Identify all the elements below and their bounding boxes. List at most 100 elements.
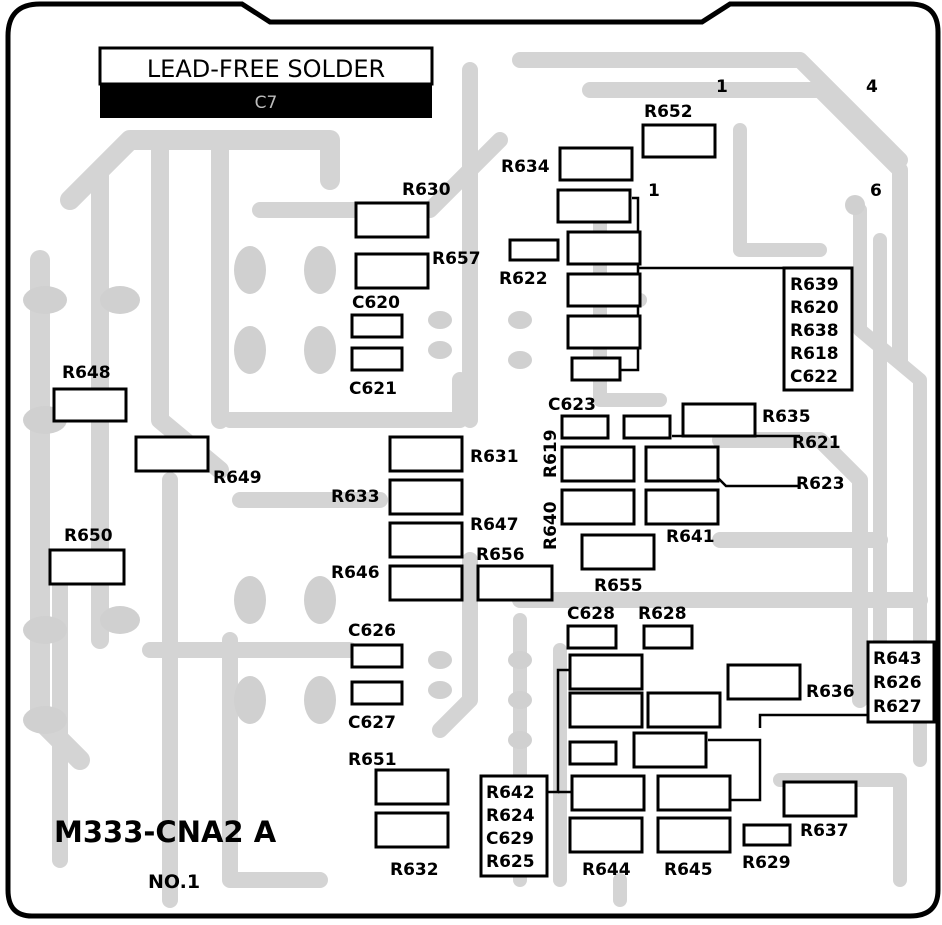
part-c620-body xyxy=(350,313,404,339)
part-r627-body xyxy=(656,774,732,812)
label-r649: R649 xyxy=(213,468,262,488)
label-r657: R657 xyxy=(432,249,481,269)
label-c629: C629 xyxy=(486,829,534,849)
part-c621-body xyxy=(350,346,404,372)
part-1-body xyxy=(556,188,632,224)
part-r650-body xyxy=(48,548,126,586)
label-r623: R623 xyxy=(796,474,845,494)
pin-label-4: 4 xyxy=(866,77,878,97)
lead-free-badge: LEAD-FREE SOLDER C7 xyxy=(98,46,434,118)
pin-label-1: 1 xyxy=(648,181,660,201)
lead-free-code: C7 xyxy=(255,93,278,113)
part-r625-body xyxy=(570,774,646,812)
label-r646: R646 xyxy=(331,563,380,583)
part-r632-body xyxy=(374,811,450,849)
part-r634-body xyxy=(558,146,634,182)
label-r627: R627 xyxy=(873,697,922,717)
pin-label-6: 6 xyxy=(870,181,882,201)
part-r656-body xyxy=(476,564,554,602)
label-r634: R634 xyxy=(501,157,550,177)
part-r624-body xyxy=(568,691,644,729)
part-c623-body xyxy=(560,414,610,440)
part-r648-body xyxy=(52,387,128,423)
label-r652: R652 xyxy=(644,102,693,122)
label-r647: R647 xyxy=(470,515,519,535)
label-c627: C627 xyxy=(348,713,396,733)
part-r633-body xyxy=(388,478,464,516)
label-r655: R655 xyxy=(594,576,643,596)
part-r644-body xyxy=(568,816,644,854)
part-r647-body xyxy=(388,521,464,559)
label-r650: R650 xyxy=(64,526,113,546)
pin-label-1-top: 1 xyxy=(716,77,728,97)
label-c628: C628 xyxy=(567,604,615,624)
board-number: NO.1 xyxy=(148,871,200,893)
part-r642-body xyxy=(568,653,644,691)
label-r640: R640 xyxy=(541,501,561,550)
part-r626-body xyxy=(632,731,708,769)
part-r628-body xyxy=(642,624,694,650)
part-r621-body xyxy=(622,414,672,440)
lead-free-label: LEAD-FREE SOLDER xyxy=(147,55,385,83)
part-r622-body xyxy=(508,238,560,262)
components xyxy=(48,123,858,854)
part-r645-body xyxy=(656,816,732,854)
board-marking: M333-CNA2 A xyxy=(54,815,277,849)
group-box-bottom-left xyxy=(479,774,549,878)
label-r645: R645 xyxy=(664,860,713,880)
label-c622: C622 xyxy=(790,367,838,387)
label-r620: R620 xyxy=(790,298,839,318)
label-r641: R641 xyxy=(666,527,715,547)
label-r630: R630 xyxy=(402,180,451,200)
copper-traces xyxy=(30,52,928,908)
label-c626: C626 xyxy=(348,621,396,641)
label-r643: R643 xyxy=(873,649,922,669)
part-r637-body xyxy=(782,780,858,818)
part-c622-body xyxy=(570,356,622,382)
part-r652-body xyxy=(641,123,717,159)
label-r642: R642 xyxy=(486,783,535,803)
label-r635: R635 xyxy=(762,407,811,427)
label-r622: R622 xyxy=(499,269,548,289)
part-r639-body xyxy=(566,230,642,266)
label-c620: C620 xyxy=(352,293,400,313)
part-r651-body xyxy=(374,768,450,806)
label-r621: R621 xyxy=(792,433,841,453)
part-r638-body xyxy=(566,314,642,350)
part-r646-body xyxy=(388,564,464,602)
label-c623: C623 xyxy=(548,395,596,415)
label-r625: R625 xyxy=(486,852,535,872)
part-r635-body xyxy=(681,402,757,438)
part-r623-body xyxy=(644,445,720,483)
component-labels: R652 R634 R630 R657 R622 C620 C621 R648 … xyxy=(54,77,922,893)
label-r639: R639 xyxy=(790,275,839,295)
label-r656: R656 xyxy=(476,545,525,565)
part-r640-body xyxy=(560,488,636,526)
board-outline xyxy=(5,1,941,919)
group-box-right-mid xyxy=(866,640,936,724)
label-r636: R636 xyxy=(806,682,855,702)
part-r649-body xyxy=(134,435,210,473)
label-r618: R618 xyxy=(790,344,839,364)
label-r619: R619 xyxy=(541,429,561,478)
part-c626-body xyxy=(350,643,404,669)
part-r620-body xyxy=(566,272,642,308)
label-r628: R628 xyxy=(638,604,687,624)
label-r637: R637 xyxy=(800,821,849,841)
label-r624: R624 xyxy=(486,806,535,826)
part-c628-body xyxy=(566,624,618,650)
label-r644: R644 xyxy=(582,860,631,880)
part-r655-body xyxy=(580,533,656,571)
part-c629-body xyxy=(568,740,618,766)
label-c621: C621 xyxy=(349,379,397,399)
label-r651: R651 xyxy=(348,750,397,770)
label-r629: R629 xyxy=(742,853,791,873)
part-r636-body xyxy=(726,663,802,701)
label-r632: R632 xyxy=(390,860,439,880)
part-c627-body xyxy=(350,680,404,706)
label-r648: R648 xyxy=(62,363,111,383)
copper-pads xyxy=(23,195,865,749)
part-r657-body xyxy=(354,252,430,290)
